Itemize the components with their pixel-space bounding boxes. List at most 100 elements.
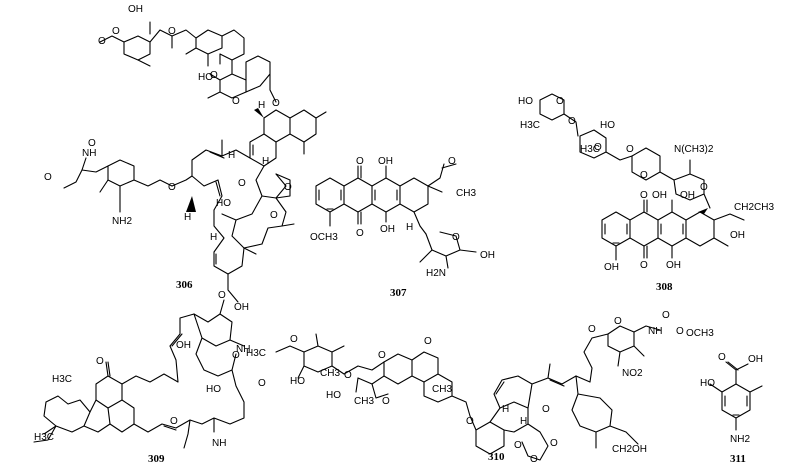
c308-atom-10: O [700,182,708,193]
c308-atom-11: OH [680,190,695,201]
c308-atom-18: OH [666,260,681,271]
c310-atom-24: O [530,454,538,465]
c310-atom-1: O [290,334,298,345]
c309-atom-6: O [232,350,240,361]
c309-atom-5: H3C [34,432,54,443]
c306-atom-7: O [272,98,280,109]
c311-atom-2: HO [700,378,715,389]
c310-atom-23: O [550,438,558,449]
c306-atom-13: O [44,172,52,183]
c310-atom-26: CH2OH [612,444,647,455]
c310-atom-11: CH3 [432,384,452,395]
c306-atom-10: H [262,156,269,167]
compound-311-structure: O OH HO NH2 311 [700,352,763,465]
c306-atom-15: NH2 [112,216,132,227]
c308-atom-13: O [640,190,648,201]
c308-atom-12: OH [652,190,667,201]
c311-atom-3: NH2 [730,434,750,445]
c307-atom-8: O [452,232,460,243]
compound-308-structure: HO H3C O O HO O H3C O N(CH3)2 O O OH OH … [518,93,774,293]
c310-atom-8: CH3 [354,396,374,407]
compound-309-structure: OH O O H3C NH H3C O HO O NH 309 [33,290,250,465]
c310-atom-17: O [676,326,684,337]
c310-atom-15: O [662,310,670,321]
c308-atom-5: O [594,142,602,153]
c306-atom-2: O [168,26,176,37]
c310-atom-14: O [614,316,622,327]
compound-306-structure: OH O O O O HO O O H H H NH O O O NH2 H H… [44,4,327,313]
c306-atom-4: O [210,70,218,81]
c308-atom-15: OH [730,230,745,241]
c310-atom-10: O [424,336,432,347]
c310-atom-4: CH3 [320,368,340,379]
c308-atom-0: HO [518,96,533,107]
c309-atom-1: O [218,290,226,301]
c310-atom-19: NO2 [622,368,643,379]
compound-310-label: 310 [488,451,505,463]
compound-308-label: 308 [656,281,673,293]
c310-atom-20: H [502,404,509,415]
c306-atom-8: H [258,100,265,111]
c306-atom-20: O [270,210,278,221]
c308-atom-6: H3C [580,144,600,155]
c309-atom-9: NH [212,438,226,449]
c306-atom-12: O [88,138,96,149]
c307-atom-5: CH3 [456,188,476,199]
c308-atom-9: O [640,170,648,181]
c310-atom-3: HO [290,376,305,387]
c310-atom-5: O [344,370,352,381]
c311-atom-0: O [718,352,726,363]
c306-atom-19: O [284,182,292,193]
c306-atom-11: NH [82,148,96,159]
c306-atom-9: H [228,150,235,161]
c310-atom-9: O [382,396,390,407]
c310-atom-6: O [378,350,386,361]
c306-atom-22: H [210,232,217,243]
c306-atom-21: OH [234,302,249,313]
compound-311-label: 311 [730,453,746,465]
c306-atom-1: O [112,26,120,37]
c306-atom-0: OH [128,4,143,15]
c306-atom-18: O [238,178,246,189]
compound-307-structure: O OH O OH O CH3 OCH3 H O OH H2N 307 [310,156,495,299]
c310-atom-22: O [542,404,550,415]
c308-atom-17: O [640,260,648,271]
c310-atom-13: O [588,324,596,335]
compound-306-label: 306 [176,279,193,291]
c307-atom-6: OCH3 [310,232,338,243]
c310-atom-0: H3C [246,348,266,359]
c307-atom-0: O [356,156,364,167]
c307-atom-3: OH [380,224,395,235]
c310-atom-21: H [520,416,527,427]
c306-atom-3: O [98,36,106,47]
c306-atom-5: HO [198,72,213,83]
c308-atom-14: CH2CH3 [734,202,774,213]
c308-atom-4: HO [600,120,615,131]
c309-atom-2: O [96,356,104,367]
c310-atom-18: OCH3 [686,328,714,339]
c310-atom-7: HO [326,390,341,401]
c308-atom-1: H3C [520,120,540,131]
c309-atom-8: O [170,416,178,427]
c309-atom-4: NH [236,344,250,355]
c306-atom-14: O [168,182,176,193]
c310-atom-16: NH [648,326,662,337]
c308-atom-2: O [556,96,564,107]
c307-atom-7: H [406,222,413,233]
c307-atom-10: H2N [426,268,446,279]
c307-atom-1: OH [378,156,393,167]
c309-atom-3: H3C [52,374,72,385]
c310-atom-2: O [258,378,266,389]
c308-atom-7: O [626,144,634,155]
c307-atom-2: O [356,228,364,239]
c307-atom-4: O [448,156,456,167]
c308-atom-16: OH [604,262,619,273]
compound-307-label: 307 [390,287,407,299]
c308-atom-3: O [568,116,576,127]
compound-310-structure: H3C O O HO CH3 O O HO CH3 O O CH3 O O O … [246,310,714,465]
c308-atom-8: N(CH3)2 [674,144,714,155]
c309-atom-0: OH [176,340,191,351]
c306-atom-6: O [232,96,240,107]
c307-atom-9: OH [480,250,495,261]
